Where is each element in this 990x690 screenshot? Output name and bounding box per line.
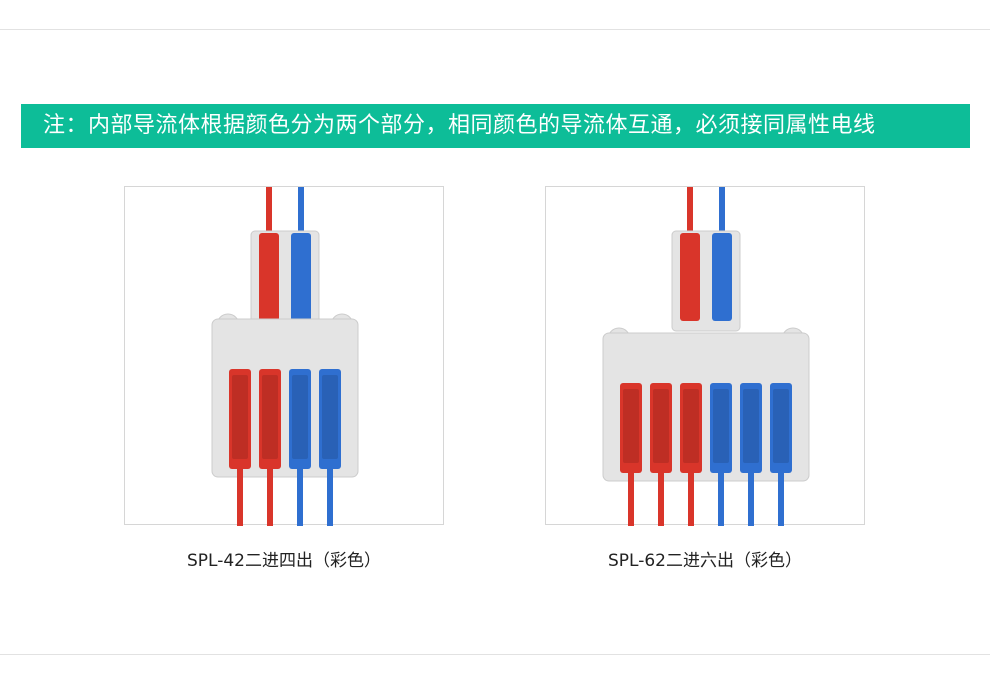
lever-groove <box>743 389 759 463</box>
output-wire <box>718 471 724 526</box>
lever-groove <box>623 389 639 463</box>
input-lever <box>680 233 700 321</box>
output-lever <box>229 369 251 469</box>
input-lever <box>712 233 732 321</box>
output-wire <box>297 467 303 526</box>
lever-groove <box>292 375 308 459</box>
input-wire <box>298 187 304 247</box>
input-wire <box>266 187 272 247</box>
lever-groove <box>653 389 669 463</box>
lever-groove <box>322 375 338 459</box>
input-lever <box>291 233 311 321</box>
output-wire <box>748 471 754 526</box>
connector-illustration <box>602 187 810 526</box>
top-divider <box>0 29 990 30</box>
output-lever <box>289 369 311 469</box>
output-lever <box>259 369 281 469</box>
output-lever <box>680 383 702 473</box>
product-image-spl-62 <box>545 186 865 526</box>
output-wire <box>267 467 273 526</box>
output-lever <box>710 383 732 473</box>
lever-groove <box>773 389 789 463</box>
connector-illustration <box>211 187 359 526</box>
bottom-divider <box>0 654 990 655</box>
lever-groove <box>232 375 248 459</box>
output-lever <box>770 383 792 473</box>
output-lever <box>319 369 341 469</box>
lever-groove <box>713 389 729 463</box>
output-wire <box>327 467 333 526</box>
lever-groove <box>683 389 699 463</box>
output-wire <box>628 471 634 526</box>
input-lever <box>259 233 279 321</box>
lever-groove <box>262 375 278 459</box>
output-lever <box>650 383 672 473</box>
output-wire <box>778 471 784 526</box>
output-lever <box>740 383 762 473</box>
output-wire <box>688 471 694 526</box>
product-caption: SPL-42二进四出（彩色） <box>187 551 381 571</box>
product-image-spl-42 <box>124 186 444 526</box>
input-wire <box>687 187 693 247</box>
output-wire <box>237 467 243 526</box>
product-caption: SPL-62二进六出（彩色） <box>608 551 802 571</box>
note-banner: 注：内部导流体根据颜色分为两个部分，相同颜色的导流体互通，必须接同属性电线 <box>21 104 970 148</box>
input-wire <box>719 187 725 247</box>
output-lever <box>620 383 642 473</box>
output-wire <box>658 471 664 526</box>
